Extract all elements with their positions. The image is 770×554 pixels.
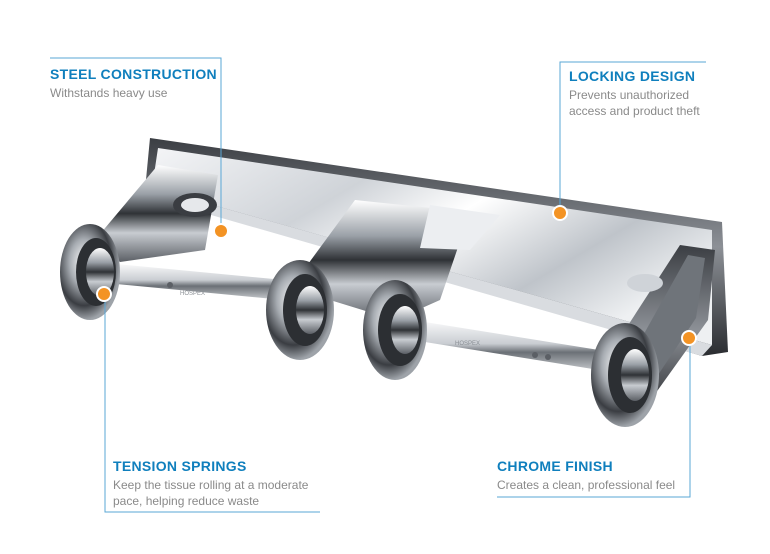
callout-lines xyxy=(50,57,706,513)
left-knob-inner xyxy=(266,260,334,360)
tension-marker xyxy=(96,286,112,302)
callout-chrome-finish: CHROME FINISH Creates a clean, professio… xyxy=(497,458,675,493)
lock-marker xyxy=(552,205,568,221)
spindle-engraving-left: HOSPEX xyxy=(180,291,205,297)
right-knob-outer xyxy=(363,280,427,380)
callout-title: STEEL CONSTRUCTION xyxy=(50,66,217,82)
left-spindle: HOSPEX xyxy=(95,262,305,302)
callout-steel-construction: STEEL CONSTRUCTION Withstands heavy use xyxy=(50,66,217,101)
steel-marker xyxy=(213,223,229,239)
callout-markers xyxy=(96,205,697,346)
callout-locking-design: LOCKING DESIGN Prevents unauthorized acc… xyxy=(569,68,719,119)
callout-title: CHROME FINISH xyxy=(497,458,613,474)
callout-tension-springs: TENSION SPRINGS Keep the tissue rolling … xyxy=(113,458,328,509)
chrome-marker xyxy=(681,330,697,346)
tension-leader-line xyxy=(104,294,320,513)
left-bracket xyxy=(95,165,218,262)
chrome-leader-line xyxy=(497,340,691,498)
lock-leader-line xyxy=(559,61,706,213)
callout-title: TENSION SPRINGS xyxy=(113,458,247,474)
left-knob-outer xyxy=(60,224,120,320)
right-spindle: HOSPEX xyxy=(400,318,630,375)
right-knob-inner xyxy=(591,323,659,427)
callout-description: Prevents unauthorized access and product… xyxy=(569,88,700,118)
callout-description: Creates a clean, professional feel xyxy=(497,478,676,492)
spindle-engraving-right: HOSPEX xyxy=(455,341,480,347)
callout-description: Keep the tissue rolling at a moderate pa… xyxy=(113,478,309,508)
middle-bracket xyxy=(300,200,500,320)
callout-title: LOCKING DESIGN xyxy=(569,68,696,84)
steel-leader-line xyxy=(50,57,222,230)
callout-description: Withstands heavy use xyxy=(50,86,168,100)
